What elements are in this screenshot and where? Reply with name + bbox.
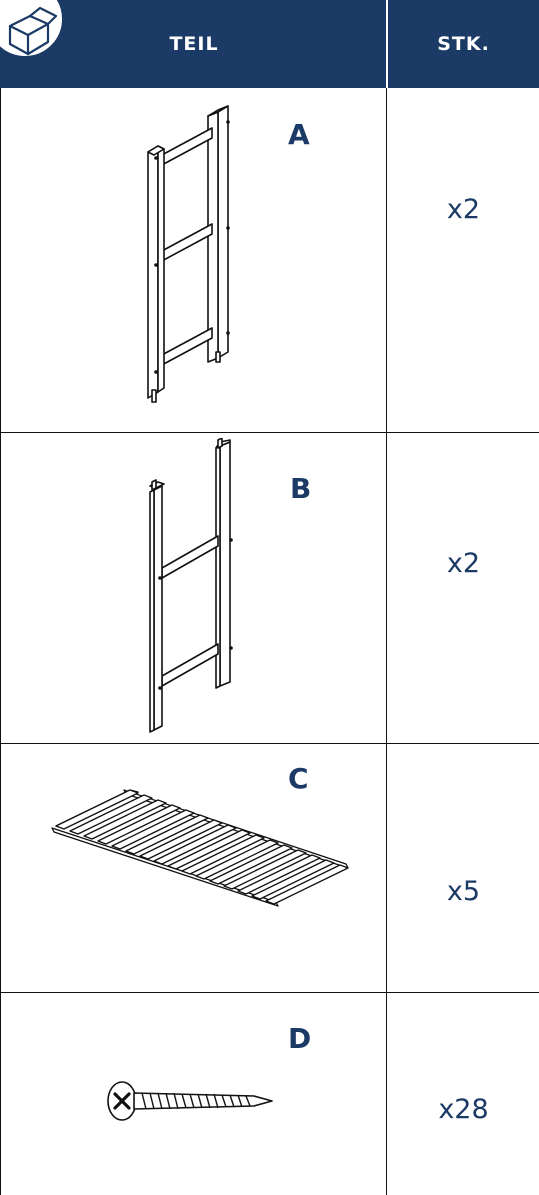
side-frame-icon <box>149 438 233 733</box>
slatted-shelf-icon <box>51 789 349 907</box>
header-divider <box>386 0 388 88</box>
part-quantity: x2 <box>446 194 481 225</box>
part-letter: A <box>288 118 310 151</box>
row-divider <box>0 743 539 744</box>
box-icon <box>0 0 64 58</box>
column-header-quantity: STK. <box>437 33 490 55</box>
ladder-frame-icon <box>147 105 230 403</box>
table-column-divider <box>386 88 387 1195</box>
part-quantity: x5 <box>446 876 481 907</box>
part-letter: C <box>288 762 309 795</box>
part-quantity: x2 <box>446 548 481 579</box>
table-header: TEIL STK. <box>0 0 539 88</box>
table-border-left <box>0 88 1 1195</box>
row-divider <box>0 432 539 433</box>
row-divider <box>0 992 539 993</box>
column-header-part: TEIL <box>169 33 219 55</box>
part-quantity: x28 <box>438 1094 489 1125</box>
screw-icon <box>107 1081 273 1121</box>
part-letter: D <box>288 1022 312 1055</box>
part-letter: B <box>290 472 312 505</box>
